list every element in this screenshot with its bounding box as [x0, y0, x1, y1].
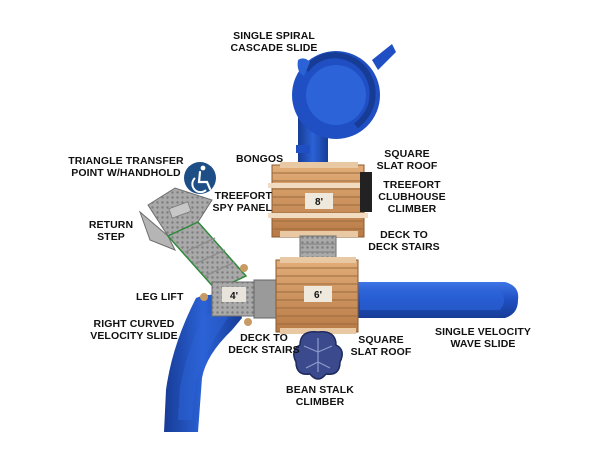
leg-lift-posts: [200, 264, 252, 326]
label-deck-stairs-right: DECK TO DECK STAIRS: [368, 229, 440, 253]
label-return-step: RETURN STEP: [88, 219, 134, 243]
transfer-stairs: [166, 221, 248, 291]
left-deck-height: 4': [230, 291, 238, 302]
label-leg-lift: LEG LIFT: [136, 291, 184, 303]
label-bongos: BONGOS: [236, 153, 284, 165]
right-curved-slide: [164, 294, 242, 432]
spiral-slide: [292, 44, 396, 170]
upper-deck-height: 8': [315, 197, 323, 208]
label-treefort-spy: TREEFORT SPY PANEL: [212, 190, 272, 214]
label-triangle-transfer: TRIANGLE TRANSFER POINT W/HANDHOLD: [68, 155, 184, 179]
label-square-roof-bottom: SQUARE SLAT ROOF: [350, 334, 412, 358]
wave-slide: [352, 282, 519, 318]
label-square-roof-top: SQUARE SLAT ROOF: [376, 148, 438, 172]
upper-wood-roof: [268, 145, 372, 238]
accessibility-icon: [184, 162, 216, 194]
label-spiral-slide: SINGLE SPIRAL CASCADE SLIDE: [230, 30, 318, 54]
lower-deck-height: 6': [314, 290, 322, 301]
lower-wood-roof: [275, 257, 359, 334]
label-bean-stalk: BEAN STALK CLIMBER: [286, 384, 354, 408]
label-right-curved-slide: RIGHT CURVED VELOCITY SLIDE: [90, 318, 178, 342]
label-deck-stairs-bottom: DECK TO DECK STAIRS: [228, 332, 300, 356]
label-wave-slide: SINGLE VELOCITY WAVE SLIDE: [434, 326, 531, 350]
label-treefort-climber: TREEFORT CLUBHOUSE CLIMBER: [378, 179, 446, 215]
triangle-transfer-platform: [138, 187, 213, 251]
bean-stalk-climber: [293, 331, 343, 380]
left-deck: [211, 279, 279, 319]
